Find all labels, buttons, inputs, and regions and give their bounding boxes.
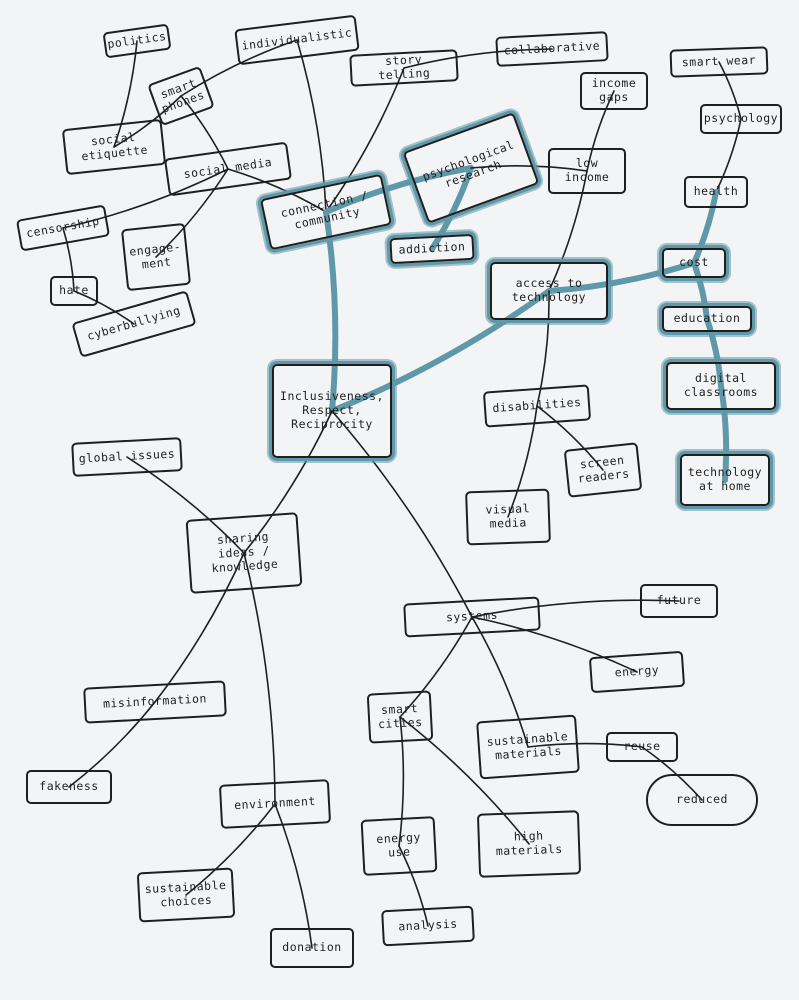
connector-smart-phones-social-etiquette [113, 95, 182, 148]
connector-access-inclusiveness [329, 288, 552, 414]
node-addiction: addiction [389, 233, 475, 265]
node-sustainable-materials: sustainable materials [476, 714, 580, 780]
node-psychology: psychology [700, 104, 782, 134]
node-visual-media: visual media [465, 488, 551, 546]
node-education: education [662, 306, 752, 332]
node-screen-readers: screen readers [563, 442, 643, 498]
connector-social-media-censorship [62, 168, 229, 229]
node-technology-home: technology at home [680, 454, 770, 506]
node-health: health [684, 176, 748, 208]
connector-individualistic-connection [296, 39, 327, 213]
connector-health-cost [691, 189, 719, 266]
node-sustainable-choices: sustainable choices [136, 867, 236, 923]
node-smart-cities: smart cities [366, 690, 434, 744]
connector-censorship-hate [62, 227, 75, 292]
connector-misinformation-fakeness [68, 701, 156, 788]
connector-environment-sustainable-choices [185, 803, 276, 896]
connector-storytelling-connection [325, 67, 405, 213]
connector-inclusiveness-sharing [243, 410, 333, 554]
connector-low-income-income-gaps [586, 90, 615, 172]
connector-energy-use-analysis [398, 845, 429, 927]
node-global-issues: global issues [71, 437, 183, 477]
node-reuse: reuse [606, 732, 678, 762]
connector-access-disabilities [536, 290, 550, 407]
node-access: access to technology [490, 262, 608, 320]
node-disabilities: disabilities [482, 384, 592, 428]
node-engagement: engage- ment [120, 222, 192, 292]
connector-smart-wear-psychology [718, 61, 742, 120]
node-systems: systems [403, 596, 541, 638]
connector-inclusiveness-systems [331, 410, 473, 618]
connector-education-digital-classrooms [704, 316, 724, 389]
node-hate: hate [50, 276, 98, 306]
connector-sharing-misinformation [154, 552, 245, 703]
node-cost: cost [662, 248, 726, 278]
node-smart-wear: smart wear [669, 46, 769, 78]
connector-global-issues-sharing [126, 456, 245, 554]
connector-reuse-reduced [641, 746, 703, 801]
connector-cost-education [691, 260, 710, 322]
connector-systems-energy [471, 616, 638, 673]
connector-connection-psych-research [323, 165, 474, 215]
connector-sustainable-materials-reuse [527, 742, 643, 748]
connector-cost-access [546, 260, 697, 294]
connector-smart-cities-high-materials [399, 716, 530, 845]
node-storytelling: story telling [349, 49, 459, 87]
node-high-materials: high materials [476, 810, 582, 878]
node-misinformation: misinformation [83, 680, 227, 724]
node-sharing: sharing ideas / knowledge [185, 512, 303, 594]
connector-systems-sustainable-materials [471, 616, 529, 748]
connector-psych-research-low-income [470, 165, 588, 172]
connector-hate-cyberbullying [73, 290, 135, 325]
node-analysis: analysis [381, 905, 475, 947]
connector-low-income-access [548, 170, 588, 292]
connector-disabilities-visual-media [507, 405, 538, 518]
connector-sharing-environment [243, 552, 276, 805]
node-inclusiveness: Inclusiveness, Respect, Reciprocity [272, 364, 392, 458]
node-digital-classrooms: digital classrooms [666, 362, 776, 410]
node-income-gaps: income gaps [580, 72, 648, 110]
node-collaborative: collaborative [495, 31, 609, 67]
connector-systems-smart-cities [399, 616, 473, 718]
node-energy: energy [588, 650, 686, 694]
connector-disabilities-screen-readers [536, 405, 604, 471]
node-fakeness: fakeness [26, 770, 112, 804]
connector-politics-social-etiquette [113, 40, 138, 148]
connector-psych-research-addiction [429, 165, 474, 252]
connector-storytelling-collaborative [403, 48, 553, 69]
connector-smart-phones-social-media [180, 95, 229, 170]
connector-connection-inclusiveness [323, 209, 339, 414]
node-low-income: low income [548, 148, 626, 194]
connector-systems-future [471, 599, 680, 618]
node-future: future [640, 584, 718, 618]
connector-social-media-connection [227, 168, 327, 213]
node-donation: donation [270, 928, 354, 968]
connector-smart-phones-individualistic [180, 39, 298, 97]
connector-digital-classrooms-technology-home [718, 383, 730, 483]
node-reduced: reduced [646, 774, 758, 826]
connector-psychology-health [715, 118, 742, 193]
connector-social-media-engagement [155, 168, 229, 258]
connector-smart-cities-energy-use [398, 716, 405, 847]
node-environment: environment [218, 779, 332, 829]
connector-environment-donation [274, 803, 313, 949]
node-energy-use: energy use [360, 816, 438, 876]
